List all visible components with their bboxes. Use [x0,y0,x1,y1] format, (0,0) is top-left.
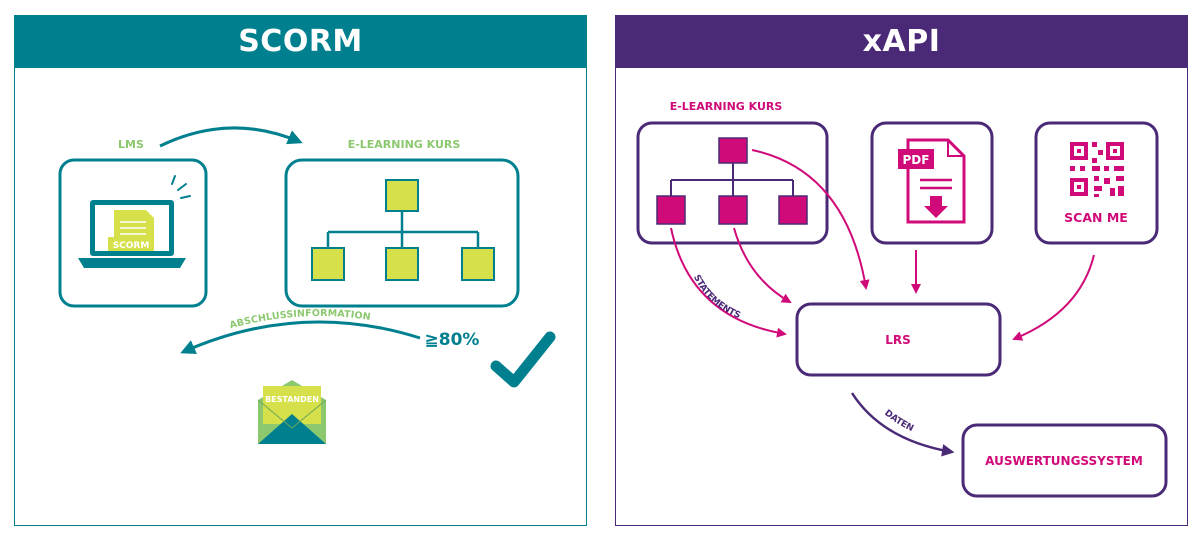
course-tree-icon [326,211,480,248]
laptop-icon [78,175,191,268]
envelope-label: BESTANDEN [265,395,319,404]
abschluss-label: ABSCHLUSSINFORMATION [228,308,371,331]
analysis-label: AUSWERTUNGSSYSTEM [985,454,1143,468]
qr-to-lrs-arrow [1012,254,1095,341]
threshold-text: ≧80% [425,330,480,350]
scorm-header: SCORM [14,15,587,68]
qr-box [1034,121,1159,245]
pdf-file-icon [898,138,966,224]
xapi-title: xAPI [862,24,941,59]
lrs-label: LRS [885,333,911,347]
lms-box [58,158,208,308]
lms-to-course-arrow [159,126,303,148]
analysis-box [961,423,1168,498]
scorm-course-box [284,158,520,308]
top-node-to-lrs-arrow [751,149,870,290]
checkmark-icon [490,331,556,388]
abschluss-arrow [180,320,421,354]
xapi-course-box [636,121,829,245]
scorm-course-label: E-LEARNING KURS [348,138,461,151]
xapi-header: xAPI [615,15,1188,68]
node-to-lrs-arrow [733,227,792,303]
scorm-title: SCORM [238,24,363,59]
lrs-box [795,302,1002,377]
xapi-course-label: E-LEARNING KURS [670,100,783,113]
scorm-panel: SCORM [14,15,587,526]
course-node-squares [311,179,495,281]
statements-arrow [670,227,787,338]
lms-label: LMS [118,138,144,151]
xapi-panel: xAPI [615,15,1188,526]
xapi-tree-icon [670,163,794,196]
qr-label: SCAN ME [1064,210,1128,225]
statements-label: STATEMENTS [691,273,742,321]
daten-arrow [850,392,955,457]
pdf-label: PDF [903,153,930,167]
daten-label: DATEN [882,408,915,434]
envelope-icon [257,380,327,444]
xapi-node-squares [656,137,808,225]
qr-code-icon [1070,142,1124,197]
pdf-box [870,121,994,245]
scorm-badge-text: SCORM [113,241,150,251]
